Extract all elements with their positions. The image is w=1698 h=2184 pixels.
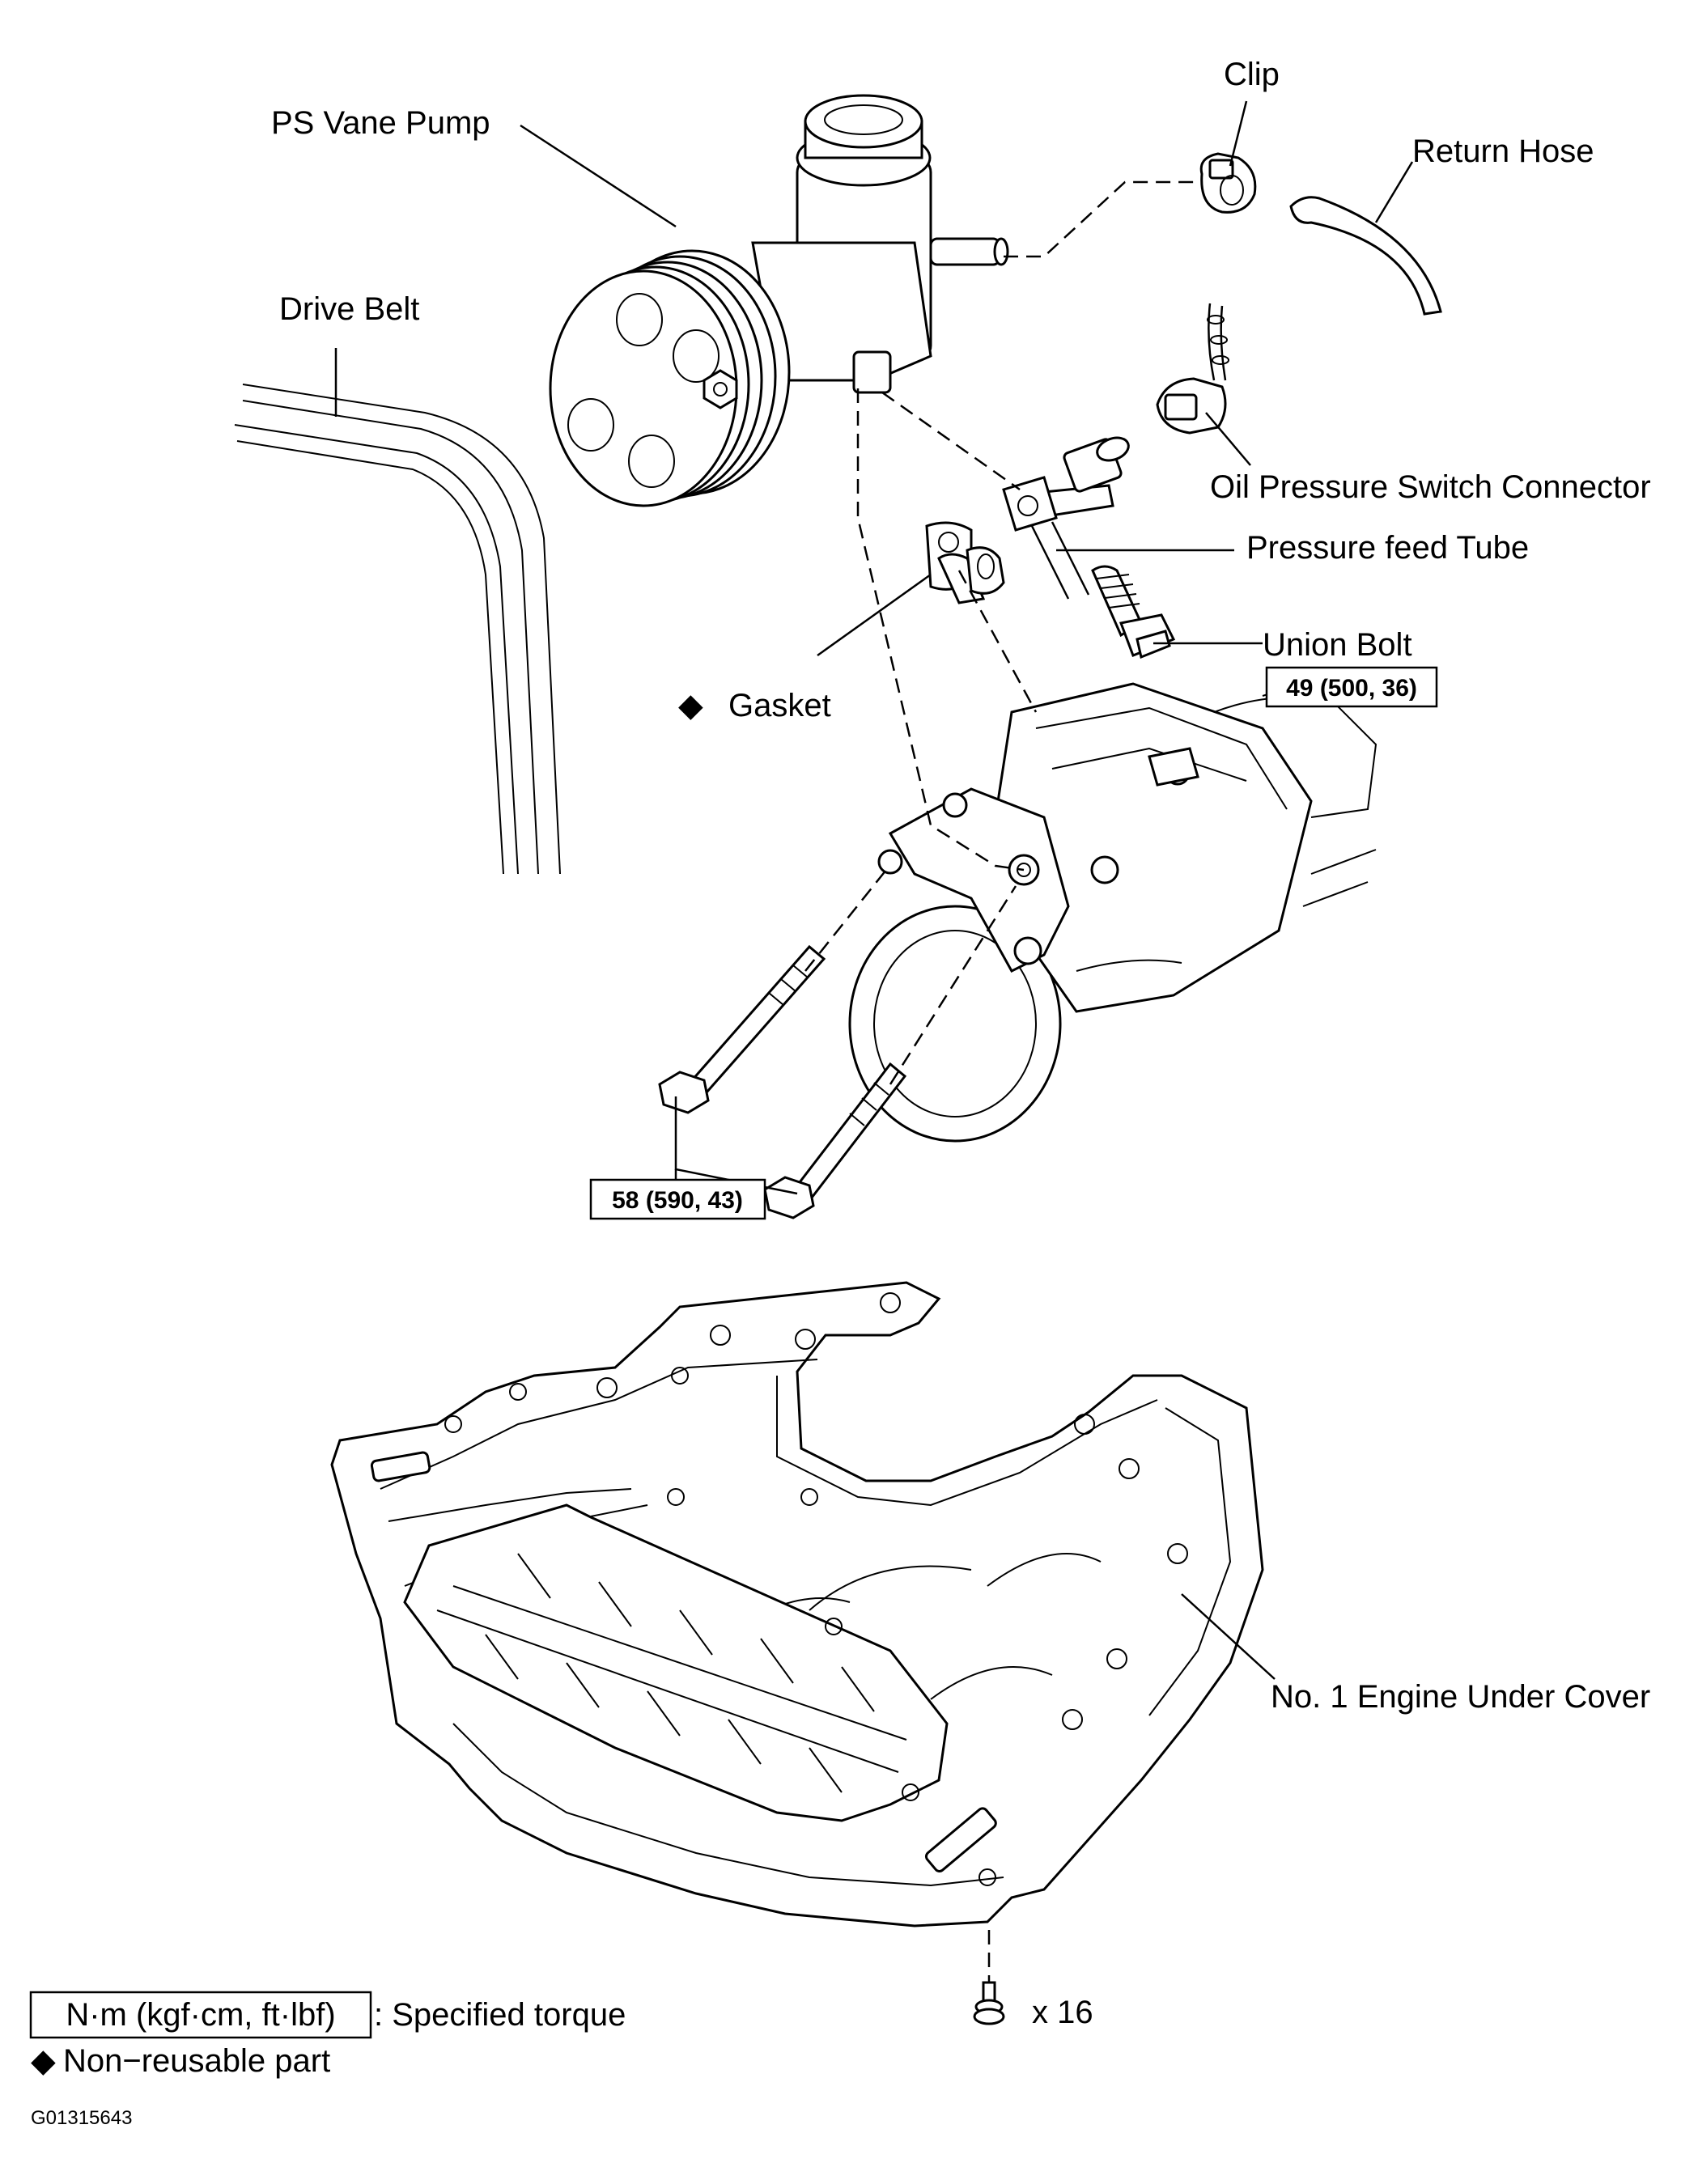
screw-drawing <box>973 1930 1005 2025</box>
pump-mounting-bolts-drawing <box>658 944 907 1219</box>
drive-belt-label: Drive Belt <box>279 291 419 327</box>
legend-non-reusable-desc: Non−reusable part <box>63 2043 330 2079</box>
torque-value-pump-bolts: 58 (590, 43) <box>612 1187 743 1214</box>
ps-vane-pump-label: PS Vane Pump <box>271 105 490 141</box>
engine-under-cover-drawing <box>330 1281 1264 1927</box>
clip-label: Clip <box>1224 57 1280 92</box>
oil-pressure-switch-connector-label: Oil Pressure Switch Connector <box>1210 469 1651 505</box>
pressure-feed-tube-label: Pressure feed Tube <box>1246 530 1529 566</box>
clip-drawing <box>1199 152 1257 214</box>
screw-count-label: x 16 <box>1032 1995 1093 2030</box>
oil-pressure-switch-connector-drawing <box>1156 303 1229 435</box>
gasket-label: Gasket <box>728 688 831 723</box>
legend: N·m (kgf·cm, ft·lbf) : Specified torque … <box>29 1991 626 2079</box>
engine-under-cover-label: No. 1 Engine Under Cover <box>1271 1679 1650 1715</box>
union-bolt-drawing <box>1091 565 1176 659</box>
return-hose-drawing <box>1289 196 1442 316</box>
torque-value-union-bolt: 49 (500, 36) <box>1286 675 1417 702</box>
torque-box-pump-bolts: 58 (590, 43) <box>589 1178 766 1220</box>
drive-belt-drawing <box>234 384 561 875</box>
legend-non-reusable-symbol: ◆ <box>31 2043 56 2079</box>
figure-code: G01315643 <box>31 2107 132 2129</box>
pressure-feed-tube-drawing <box>1002 436 1130 600</box>
engine-bracket-drawing <box>848 682 1393 1143</box>
return-hose-label: Return Hose <box>1412 134 1594 169</box>
legend-torque-units: N·m (kgf·cm, ft·lbf) <box>66 1997 335 2033</box>
assembly-guide-lines <box>804 180 1198 1085</box>
union-bolt-label: Union Bolt <box>1263 627 1412 663</box>
legend-torque-desc: : Specified torque <box>374 1997 626 2033</box>
non-reusable-marker: ◆ <box>678 688 703 723</box>
gasket-drawing <box>925 521 1005 604</box>
torque-box-union-bolt: 49 (500, 36) <box>1265 666 1438 708</box>
ps-vane-pump-drawing <box>549 94 1009 507</box>
